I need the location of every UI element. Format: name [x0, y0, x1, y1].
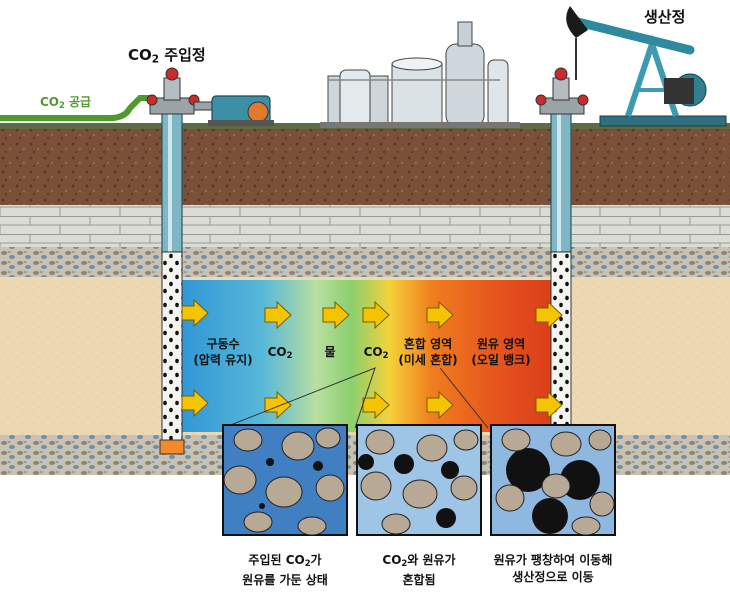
- injection-well-title: CO2 주입정: [128, 44, 206, 66]
- caption-2-pre: CO: [382, 553, 402, 567]
- storage-tank-icon: [320, 21, 520, 128]
- caption-panel-2-line1: CO2와 원유가: [352, 552, 486, 572]
- injection-well-title-sub: 2: [151, 53, 160, 66]
- zone-oil-bank-line2: (오일 뱅크): [471, 353, 531, 367]
- caption-2-sub: 2: [401, 558, 408, 569]
- zone-co2-2-sub: 2: [382, 350, 389, 361]
- caption-panel-1-line1: 주입된 CO2가: [218, 552, 352, 572]
- zone-oil-bank: 원유 영역 (오일 뱅크): [466, 336, 536, 368]
- production-well-title: 생산정: [644, 6, 685, 27]
- pump-jack-icon: [566, 6, 727, 127]
- caption-panel-3: 원유가 팽창하여 이동해 생산정으로 이동: [480, 552, 626, 586]
- soil-layer: [0, 125, 730, 205]
- zone-water-text: 물: [324, 345, 336, 359]
- co2-supply-pipe: [0, 95, 155, 121]
- zone-mixing-line2: (미세 혼합): [398, 353, 458, 367]
- injection-well-title-text: CO: [128, 46, 152, 64]
- pipe-valve-icon: [165, 67, 179, 81]
- caption-panel-1-line2: 원유를 가둔 상태: [242, 573, 328, 588]
- pump-icon: [208, 95, 274, 126]
- caption-1-sub: 2: [304, 558, 311, 569]
- co2-supply-label-sub: 2: [59, 100, 65, 111]
- zone-co2-2: CO2: [358, 344, 394, 363]
- injection-well-title-post: 주입정: [159, 46, 206, 64]
- co2-supply-label-post: 공급: [64, 95, 92, 109]
- co2-supply-label-text: CO: [40, 95, 60, 109]
- zone-mixing-line1: 혼합 영역: [403, 337, 453, 351]
- caption-1-pre: 주입된 CO: [248, 553, 305, 567]
- co2-supply-label: CO2 공급: [40, 93, 91, 110]
- caption-panel-3-line2: 생산정으로 이동: [512, 570, 594, 584]
- zone-co2-1: CO2: [262, 344, 298, 363]
- flow-arrow-icon: [181, 298, 563, 420]
- gravel-layer-top: [0, 247, 730, 277]
- caption-panel-1: 주입된 CO2가 원유를 가둔 상태: [218, 552, 352, 589]
- zone-mixing: 혼합 영역 (미세 혼합): [394, 336, 462, 368]
- production-well-title-text: 생산정: [644, 8, 686, 26]
- zone-oil-bank-line1: 원유 영역: [476, 337, 526, 351]
- zone-co2-1-text: CO: [267, 345, 287, 359]
- zone-co2-1-sub: 2: [286, 350, 293, 361]
- inset-panel-1: [222, 424, 348, 536]
- inset-panel-3: [490, 424, 616, 536]
- caption-panel-3-line1: 원유가 팽창하여 이동해: [493, 553, 613, 567]
- injection-well: [146, 67, 213, 455]
- caption-panel-2-line2: 혼합됨: [402, 573, 436, 588]
- zone-co2-2-text: CO: [363, 345, 383, 359]
- zone-drive-water-line1: 구동수: [206, 337, 240, 351]
- production-well: [535, 67, 589, 435]
- brick-layer: [0, 205, 730, 247]
- caption-1-post: 가: [310, 553, 322, 567]
- zone-water: 물: [318, 344, 342, 360]
- inset-panel-2: [356, 424, 482, 536]
- injection-perforations: [161, 251, 183, 443]
- caption-2-post: 와 원유가: [407, 553, 456, 567]
- caption-panel-2: CO2와 원유가 혼합됨: [352, 552, 486, 589]
- zone-drive-water: 구동수 (압력 유지): [188, 336, 258, 368]
- zone-drive-water-line2: (압력 유지): [193, 353, 253, 367]
